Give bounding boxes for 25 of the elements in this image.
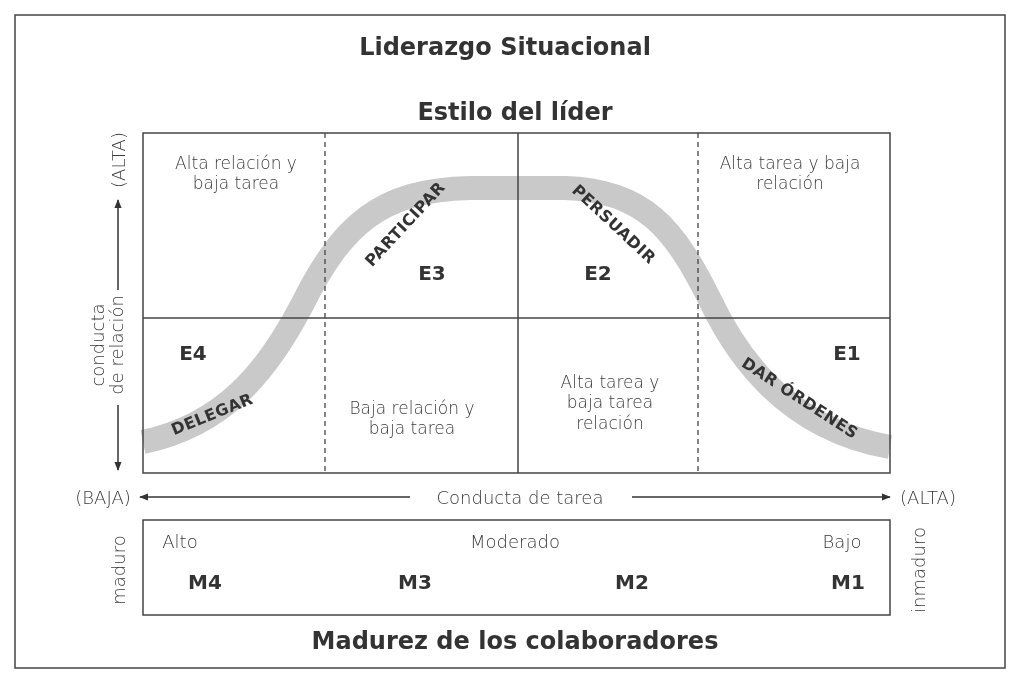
style-code: E1 [833,341,861,365]
axis-title: Conducta de tarea [436,486,604,508]
quadrant-description: Alta relación y baja tarea [174,152,298,194]
axis-title: Madurez de los colaboradores [311,627,719,655]
subtitle: Estilo del líder [417,98,613,126]
axis-label: inmaduro [907,527,929,613]
style-code: E3 [418,261,446,285]
style-code: E2 [584,261,612,285]
maturity-code: M2 [615,570,649,594]
axis-label: (ALTA) [107,132,129,188]
axis-label: maduro [107,535,129,605]
quadrant-description: Alta tarea y baja relación [718,152,862,194]
axis-label: (BAJA) [75,486,131,508]
quadrant-description: Baja relación y baja tarea [348,397,476,439]
maturity-code: M1 [831,570,865,594]
maturity-level: Moderado [470,530,560,552]
style-code: E4 [179,341,207,365]
diagram-title: Liderazgo Situacional [359,33,651,61]
maturity-level: Bajo [822,530,862,552]
maturity-code: M4 [188,570,222,594]
axis-label: (ALTA) [900,486,956,508]
quadrant-description: Alta tarea y baja tarea relación [559,372,661,434]
axis-label: conducta de relación [89,294,127,397]
maturity-code: M3 [398,570,432,594]
maturity-level: Alto [162,530,198,552]
